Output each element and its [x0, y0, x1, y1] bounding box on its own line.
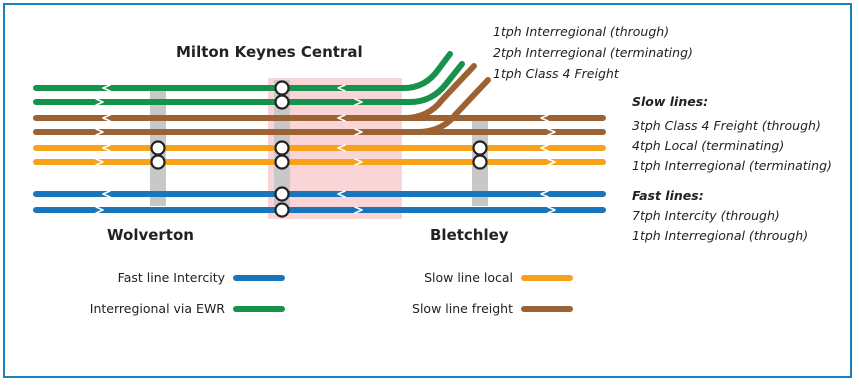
- track-ewr-2: [33, 61, 465, 105]
- station-label-bletchley: Bletchley: [430, 226, 509, 244]
- slow-line-service: 4tph Local (terminating): [632, 138, 784, 153]
- legend-label-intercity: Fast line Intercity: [118, 270, 226, 285]
- branch-note: 2tph Interregional (terminating): [493, 45, 693, 60]
- stop-bletchley-local-2: [472, 154, 488, 170]
- track-freight-branch-1: [402, 63, 477, 121]
- stop-mk-local-1: [274, 140, 290, 156]
- slow-line-service: 1tph Interregional (terminating): [632, 158, 832, 173]
- stop-mk-intercity-2: [274, 202, 290, 218]
- station-label-wolverton: Wolverton: [107, 226, 194, 244]
- fast-line-service: 1tph Interregional (through): [632, 228, 808, 243]
- stop-mk-intercity-1: [274, 186, 290, 202]
- diagram-frame: [3, 3, 852, 378]
- station-label-milton-keynes: Milton Keynes Central: [176, 43, 363, 61]
- stop-wolverton-local-1: [150, 140, 166, 156]
- branch-note: 1tph Class 4 Freight: [493, 66, 620, 81]
- track-ewr-1: [33, 51, 453, 91]
- stop-bletchley-local-1: [472, 140, 488, 156]
- legend: Fast line Intercity Slow line local Inte…: [90, 270, 573, 316]
- fast-line-service: 7tph Intercity (through): [632, 208, 780, 223]
- slow-lines-heading: Slow lines:: [632, 94, 708, 109]
- branch-note: 1tph Interregional (through): [493, 24, 669, 39]
- track-freight-branch-2: [415, 77, 491, 135]
- direction-arrows: [95, 84, 556, 214]
- stop-mk-ewr-2: [274, 94, 290, 110]
- legend-label-freight: Slow line freight: [412, 301, 513, 316]
- stop-wolverton-local-2: [150, 154, 166, 170]
- fast-lines-heading: Fast lines:: [632, 188, 704, 203]
- slow-line-service: 3tph Class 4 Freight (through): [632, 118, 821, 133]
- stop-mk-local-2: [274, 154, 290, 170]
- stop-mk-ewr-1: [274, 80, 290, 96]
- legend-label-local: Slow line local: [424, 270, 513, 285]
- legend-label-ewr: Interregional via EWR: [90, 301, 226, 316]
